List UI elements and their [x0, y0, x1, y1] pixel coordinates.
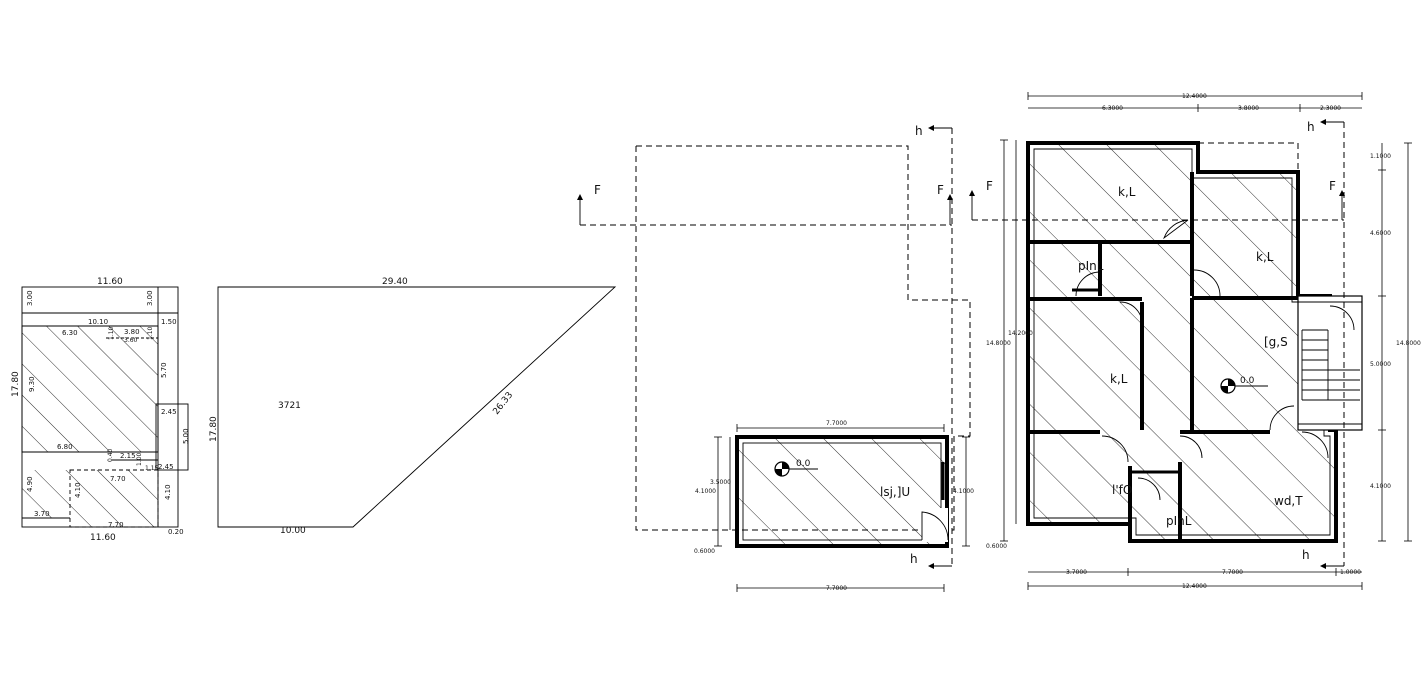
room-label-3: pInL: [1078, 259, 1104, 273]
site-dim-bottom: 11.60: [90, 533, 116, 543]
section-f-label-left: F: [594, 183, 601, 197]
site-dim-top: 11.60: [97, 277, 123, 287]
house-dim-right-c: 5.0000: [1370, 361, 1391, 368]
section-f-label-right: F: [937, 183, 944, 197]
site-dim-left: 17.80: [11, 371, 21, 397]
house-dim-bottom-b: 7.7000: [1222, 569, 1243, 576]
site-hatched-block: [21, 325, 159, 453]
site-dim-770b: 7.70: [108, 521, 124, 529]
parcel-dim-diagonal: 26.33: [491, 390, 515, 416]
door-r3[interactable]: [1075, 271, 1101, 297]
parcel-outline: [217, 286, 617, 528]
house-section-h-top: h: [1307, 120, 1315, 134]
house-plan: k,L k,L pInL k,L [g,S l'fO pInL wd,T 0.0…: [969, 92, 1421, 590]
site-dim-100: 1.00: [136, 452, 143, 466]
site-dim-630: 6.30: [62, 329, 78, 337]
site-dim-band-b: 1.50: [161, 318, 177, 326]
site-dim-770a: 7.70: [110, 475, 126, 483]
site-dim-band-a: 10.10: [88, 318, 108, 326]
door-r2[interactable]: [1193, 269, 1221, 297]
annex-room: [735, 435, 949, 548]
site-dim-top-mid-v: 3.00: [146, 290, 154, 306]
house-dim-top-total: 12.4000: [1182, 93, 1207, 100]
room-label-4: k,L: [1110, 372, 1128, 386]
site-dim-110a: 1.10: [108, 326, 115, 340]
site-dim-360: 3.60: [124, 337, 138, 344]
land-parcel: 3721 29.40 26.33 17.80 10.00: [209, 277, 617, 536]
parcel-dim-left: 17.80: [209, 416, 219, 442]
stair-block: [1297, 295, 1363, 431]
annex-dim-top: 7.7000: [826, 420, 847, 427]
site-dim-370: 3.70: [34, 510, 50, 518]
house-dim-right-d: 4.1000: [1370, 483, 1391, 490]
annex-door[interactable]: [921, 511, 949, 541]
door-r6[interactable]: [1101, 435, 1129, 463]
house-dim-right-b: 4.6000: [1370, 230, 1391, 237]
annex-dim-left-outer: 4.1000: [695, 488, 716, 495]
house-dim-top-b: 3.8000: [1238, 105, 1259, 112]
stair-treads: [1301, 329, 1360, 401]
site-dim-110b: 1.10: [147, 326, 154, 340]
house-dim-left-small: 0.6000: [986, 543, 1007, 550]
annex-dim-bottom: 7.7000: [826, 585, 847, 592]
room-label-7: pInL: [1166, 514, 1192, 528]
house-dim-right-a: 1.1000: [1370, 153, 1391, 160]
door-r8b[interactable]: [1301, 431, 1329, 459]
annex-level: 0.0: [796, 459, 811, 469]
annex-dim-left-small: 0.6000: [694, 548, 715, 555]
annex-dim-right: 4.1000: [953, 488, 974, 495]
door-entry[interactable]: [1329, 305, 1355, 331]
parcel-label: 3721: [278, 401, 301, 411]
site-dim-040: 0.40: [107, 448, 114, 462]
house-dim-bottom-c: 1.0000: [1340, 569, 1361, 576]
house-level: 0.0: [1240, 376, 1255, 386]
annex-room-label: lsj,]U: [880, 485, 910, 499]
room-label-2: k,L: [1256, 250, 1274, 264]
annex-dim-left-inner: 3.5000: [710, 479, 731, 486]
door-r7[interactable]: [1137, 477, 1161, 501]
house-dim-left-inner: 14.2000: [1008, 330, 1033, 337]
site-dim-245b: 2.45: [158, 463, 174, 471]
room-label-6: l'fO: [1112, 483, 1132, 497]
annex-plan: F F h h lsj,]U 0.0 7.7000 7.7000 4.1000 …: [577, 124, 974, 592]
site-dim-020: 0.20: [168, 528, 184, 536]
house-section-f-right: F: [1329, 179, 1336, 193]
house-dim-right-total: 14.8000: [1396, 340, 1421, 347]
site-dim-top-left-v: 3.00: [26, 290, 34, 306]
section-h-label-bottom: h: [910, 552, 918, 566]
site-plan: 11.60 17.80 3.00 3.00 10.10 1.50 6.30 3.…: [11, 277, 190, 543]
site-dim-570: 5.70: [160, 362, 168, 378]
door-r8[interactable]: [1179, 435, 1203, 459]
site-dim-215: 2.15: [120, 452, 136, 460]
parcel-dim-top: 29.40: [382, 277, 408, 287]
door-stair[interactable]: [1269, 405, 1295, 431]
site-dim-245a: 2.45: [161, 408, 177, 416]
site-dim-490: 4.90: [26, 476, 34, 492]
room-label-5: [g,S: [1264, 335, 1288, 349]
site-dim-930: 9.30: [28, 376, 36, 392]
section-h-label-top: h: [915, 124, 923, 138]
room-label-1: k,L: [1118, 185, 1136, 199]
site-dim-680: 6.80: [57, 443, 73, 451]
house-section-h-bottom: h: [1302, 548, 1310, 562]
house-dim-bottom-a: 3.7000: [1066, 569, 1087, 576]
door-r4[interactable]: [1119, 301, 1143, 327]
house-dim-top-c: 2.3000: [1320, 105, 1341, 112]
site-hatched-annex: [69, 469, 159, 528]
room-label-8: wd,T: [1274, 494, 1303, 508]
site-dim-500: 5.00: [182, 428, 190, 444]
parcel-dim-bottom: 10.00: [280, 526, 306, 536]
site-dim-115: 1.15: [145, 465, 159, 472]
site-dim-410b: 4.10: [164, 484, 172, 500]
site-dim-410a: 4.10: [74, 482, 82, 498]
house-dim-bottom-total: 12.4000: [1182, 583, 1207, 590]
house-section-f-left: F: [986, 179, 993, 193]
house-dim-left-outer: 14.8000: [986, 340, 1011, 347]
site-dim-380: 3.80: [124, 328, 140, 336]
house-dim-top-a: 6.3000: [1102, 105, 1123, 112]
